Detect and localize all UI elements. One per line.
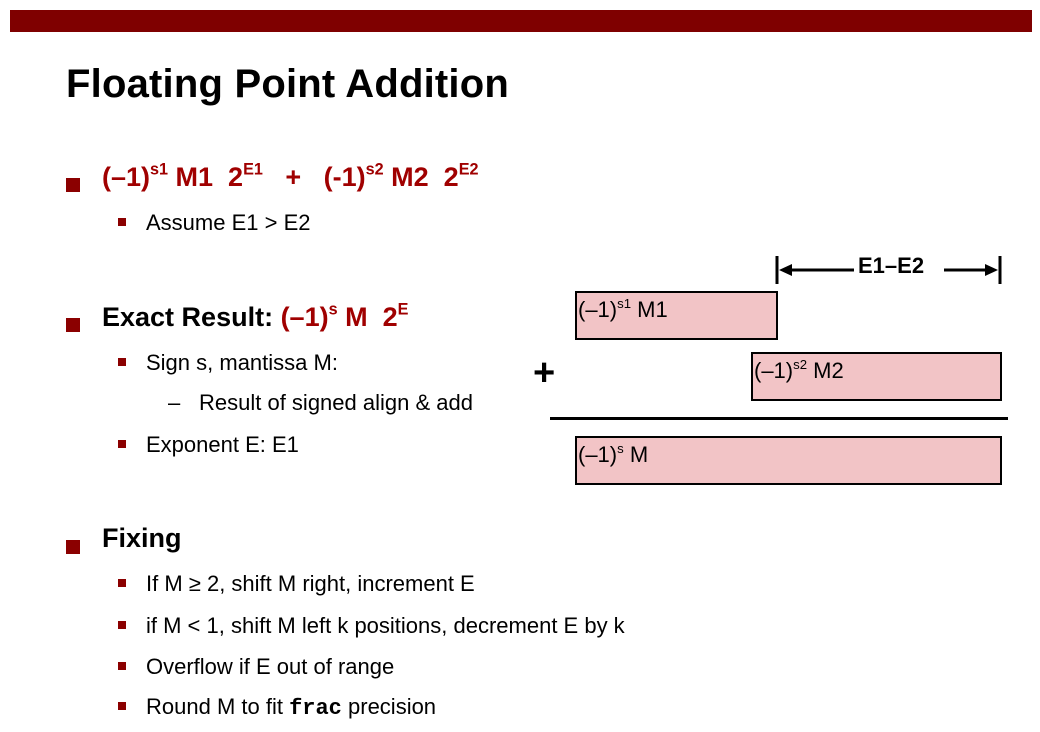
- frac-code: frac: [289, 696, 342, 721]
- box-text: (–1): [578, 297, 618, 322]
- plus-sign: +: [533, 352, 556, 394]
- fixing-item: if M < 1, shift M left k positions, decr…: [146, 613, 625, 638]
- bullet-small-icon: [118, 662, 126, 670]
- shift-label: E1–E2: [858, 253, 925, 278]
- fixing-item-round: Round M to fit frac precision: [146, 694, 436, 721]
- formula-text: (–1): [280, 302, 329, 332]
- box-sup: s2: [793, 356, 808, 372]
- box-text: M1: [631, 297, 668, 322]
- mantissa-box-2: (–1)s2 M2: [751, 352, 1002, 401]
- arrow-left-icon: [779, 264, 792, 276]
- formula-text: + (-1): [262, 162, 366, 192]
- box-text: M2: [807, 358, 844, 383]
- slide-title: Floating Point Addition: [66, 62, 510, 106]
- formula-text: (–1): [102, 162, 151, 192]
- box-text: (–1): [578, 442, 618, 467]
- arrow-right-icon: [985, 264, 998, 276]
- box-sup: s1: [617, 295, 632, 311]
- fixing-item: Overflow if E out of range: [146, 654, 395, 679]
- exact-label: Exact Result:: [102, 302, 281, 332]
- formula-text: M 2: [337, 302, 398, 332]
- bullet-small-icon: [118, 440, 126, 448]
- formula-sup: s2: [365, 160, 384, 179]
- box-text: M: [623, 442, 649, 467]
- addition-formula: (–1)s1 M1 2E1 + (-1)s2 M2 2E2: [102, 162, 479, 193]
- exact-formula: (–1)s M 2E: [281, 302, 409, 332]
- formula-sup: s1: [150, 160, 169, 179]
- round-text: Round M to fit: [146, 694, 290, 719]
- formula-text: M1 2: [168, 162, 244, 192]
- sign-mantissa-text: Sign s, mantissa M:: [146, 350, 338, 375]
- bullet-small-icon: [118, 579, 126, 587]
- title-bar-accent: [10, 10, 1032, 32]
- box-text: (–1): [754, 358, 794, 383]
- box-label: (–1)s1 M1: [578, 297, 668, 323]
- sum-rule: [550, 417, 1008, 420]
- round-text: precision: [341, 694, 437, 719]
- exponent-text: Exponent E: E1: [146, 432, 299, 457]
- bullet-small-icon: [118, 218, 126, 226]
- box-label: (–1)s2 M2: [754, 358, 844, 384]
- formula-sup: E: [397, 300, 409, 319]
- bullet-small-icon: [118, 702, 126, 710]
- formula-sup: s: [328, 300, 338, 319]
- assume-text: Assume E1 > E2: [146, 210, 311, 235]
- mantissa-box-1: (–1)s1 M1: [575, 291, 778, 340]
- bullet-square-icon: [66, 178, 80, 192]
- box-label: (–1)s M: [578, 442, 648, 468]
- bullet-square-icon: [66, 540, 80, 554]
- shift-arrow-diagram: [775, 256, 1002, 284]
- fixing-item: If M ≥ 2, shift M right, increment E: [146, 571, 475, 596]
- formula-sup: E2: [458, 160, 479, 179]
- dash-bullet: –: [168, 390, 181, 415]
- bullet-small-icon: [118, 621, 126, 629]
- exact-result-heading: Exact Result: (–1)s M 2E: [102, 302, 408, 333]
- box-sup: s: [617, 440, 624, 456]
- formula-sup: E1: [243, 160, 263, 179]
- fixing-heading: Fixing: [102, 523, 182, 553]
- result-box: (–1)s M: [575, 436, 1002, 485]
- result-text: Result of signed align & add: [199, 390, 473, 415]
- formula-text: M2 2: [383, 162, 459, 192]
- bullet-small-icon: [118, 358, 126, 366]
- bullet-square-icon: [66, 318, 80, 332]
